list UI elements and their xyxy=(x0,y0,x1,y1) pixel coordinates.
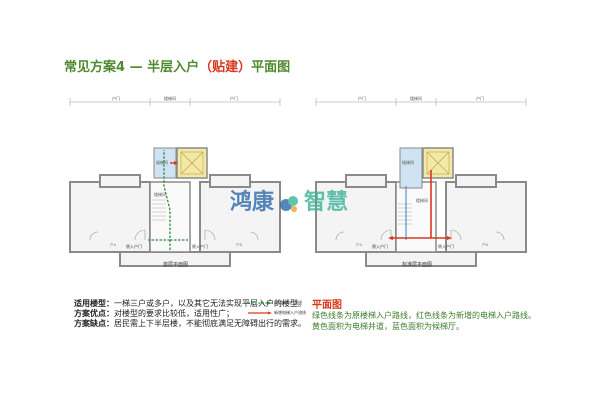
stair-core xyxy=(395,181,437,253)
legend-text: 原楼梯入户流线 xyxy=(274,300,302,305)
legend-swatch-green xyxy=(248,301,272,305)
note-text: 一梯三户或多户，以及其它无法实现平层入户的楼型。 xyxy=(114,299,306,308)
plan-walls xyxy=(69,174,281,267)
legend: 原楼梯入户流线 新增电梯入户流线 xyxy=(248,298,306,318)
red-arrowhead xyxy=(174,161,178,165)
new-route-red xyxy=(392,170,448,239)
door-label-left: 原入户门 xyxy=(372,243,388,249)
plan-note-line: 绿色线条为原楼梯入户路线，红色线条为新增的电梯入户路线。 xyxy=(312,311,536,320)
note-label: 方案优点： xyxy=(74,309,114,318)
dim-label-right: 户门 xyxy=(230,95,238,101)
stair-label: 楼梯间 xyxy=(416,197,428,203)
title-suffix: 平面图 xyxy=(251,60,291,75)
plan-note-line: 黄色面积为电梯井道，蓝色面积为候梯厅。 xyxy=(312,322,464,331)
note-row: 方案优点：对楼型的要求比较低，适用性广； xyxy=(74,309,306,319)
legend-item: 新增电梯入户流线 xyxy=(248,308,306,318)
plan-right-caption: 标准层平面图 xyxy=(402,262,433,268)
original-route-green xyxy=(148,150,188,250)
title-highlight: （贴建） xyxy=(199,60,252,75)
shaft-label: 候梯间 xyxy=(156,159,168,165)
watermark: 鸿康 智慧 xyxy=(230,184,348,216)
door-swings xyxy=(335,229,505,241)
brand-logo-icon xyxy=(280,196,299,212)
page-title: 常见方案4 — 半层入户（贴建）平面图 xyxy=(64,56,290,75)
dimension-line xyxy=(315,98,527,106)
note-text: 对楼型的要求比较低，适用性广； xyxy=(114,309,234,318)
door-swings xyxy=(89,229,259,241)
plan-right: 户门 楼梯间 户门 候梯间 楼梯间 原入户门 原入户门 户A 户B xyxy=(315,95,527,267)
note-text: 居民需上下半层楼，不能彻底满足无障碍出行的需求。 xyxy=(114,319,306,328)
dim-label-left: 户门 xyxy=(112,95,120,101)
legend-swatch-red xyxy=(248,311,272,315)
scheme-notes: 适用楼型：一梯三户或多户，以及其它无法实现平层入户的楼型。 方案优点：对楼型的要… xyxy=(74,299,306,329)
plan-left-caption: 首层平面图 xyxy=(163,262,189,268)
title-main: 常见方案4 — 半层入户 xyxy=(64,60,200,75)
door-label-left: 原入户门 xyxy=(126,243,142,249)
watermark-right: 智慧 xyxy=(304,190,349,215)
note-label: 方案缺点： xyxy=(74,319,114,328)
watermark-left: 鸿康 xyxy=(230,190,275,215)
note-label: 适用楼型： xyxy=(74,299,114,308)
stair-steps xyxy=(152,199,166,221)
legend-item: 原楼梯入户流线 xyxy=(248,298,306,308)
dim-label-left: 户门 xyxy=(358,95,366,101)
legend-text: 新增电梯入户流线 xyxy=(274,310,306,315)
unit-label-right: 户B xyxy=(236,242,242,247)
note-row: 方案缺点：居民需上下半层楼，不能彻底满足无障碍出行的需求。 xyxy=(74,319,306,329)
waiting-hall xyxy=(399,147,423,189)
plan-left: 户门 楼梯间 户门 候梯间 楼梯间 原入户门 原入户门 户A 户B xyxy=(69,95,281,267)
stair-steps xyxy=(398,203,412,225)
shaft-label: 候梯间 xyxy=(402,159,414,165)
note-row: 适用楼型：一梯三户或多户，以及其它无法实现平层入户的楼型。 xyxy=(74,299,306,309)
unit-label-left: 户A xyxy=(356,242,363,247)
dim-label-right: 户门 xyxy=(476,95,484,101)
plan-walls xyxy=(315,174,527,267)
dim-label-mid: 楼梯间 xyxy=(410,95,422,101)
stair-label: 楼梯间 xyxy=(154,191,166,197)
dimension-line xyxy=(69,98,281,106)
door-label-right: 原入户门 xyxy=(438,243,454,249)
door-label-right: 原入户门 xyxy=(192,243,208,249)
elevator-cross-icon xyxy=(180,151,204,175)
dim-label-mid: 楼梯间 xyxy=(164,95,176,101)
red-arrowhead-left xyxy=(388,236,393,240)
plan-note-desc: 绿色线条为原楼梯入户路线，红色线条为新增的电梯入户路线。 黄色面积为电梯井道，蓝… xyxy=(312,310,592,332)
red-arrowhead-right xyxy=(447,236,452,240)
unit-label-right: 户B xyxy=(482,242,489,247)
unit-label-left: 户A xyxy=(110,242,116,247)
plan-note-title: 平面图 xyxy=(312,300,342,311)
